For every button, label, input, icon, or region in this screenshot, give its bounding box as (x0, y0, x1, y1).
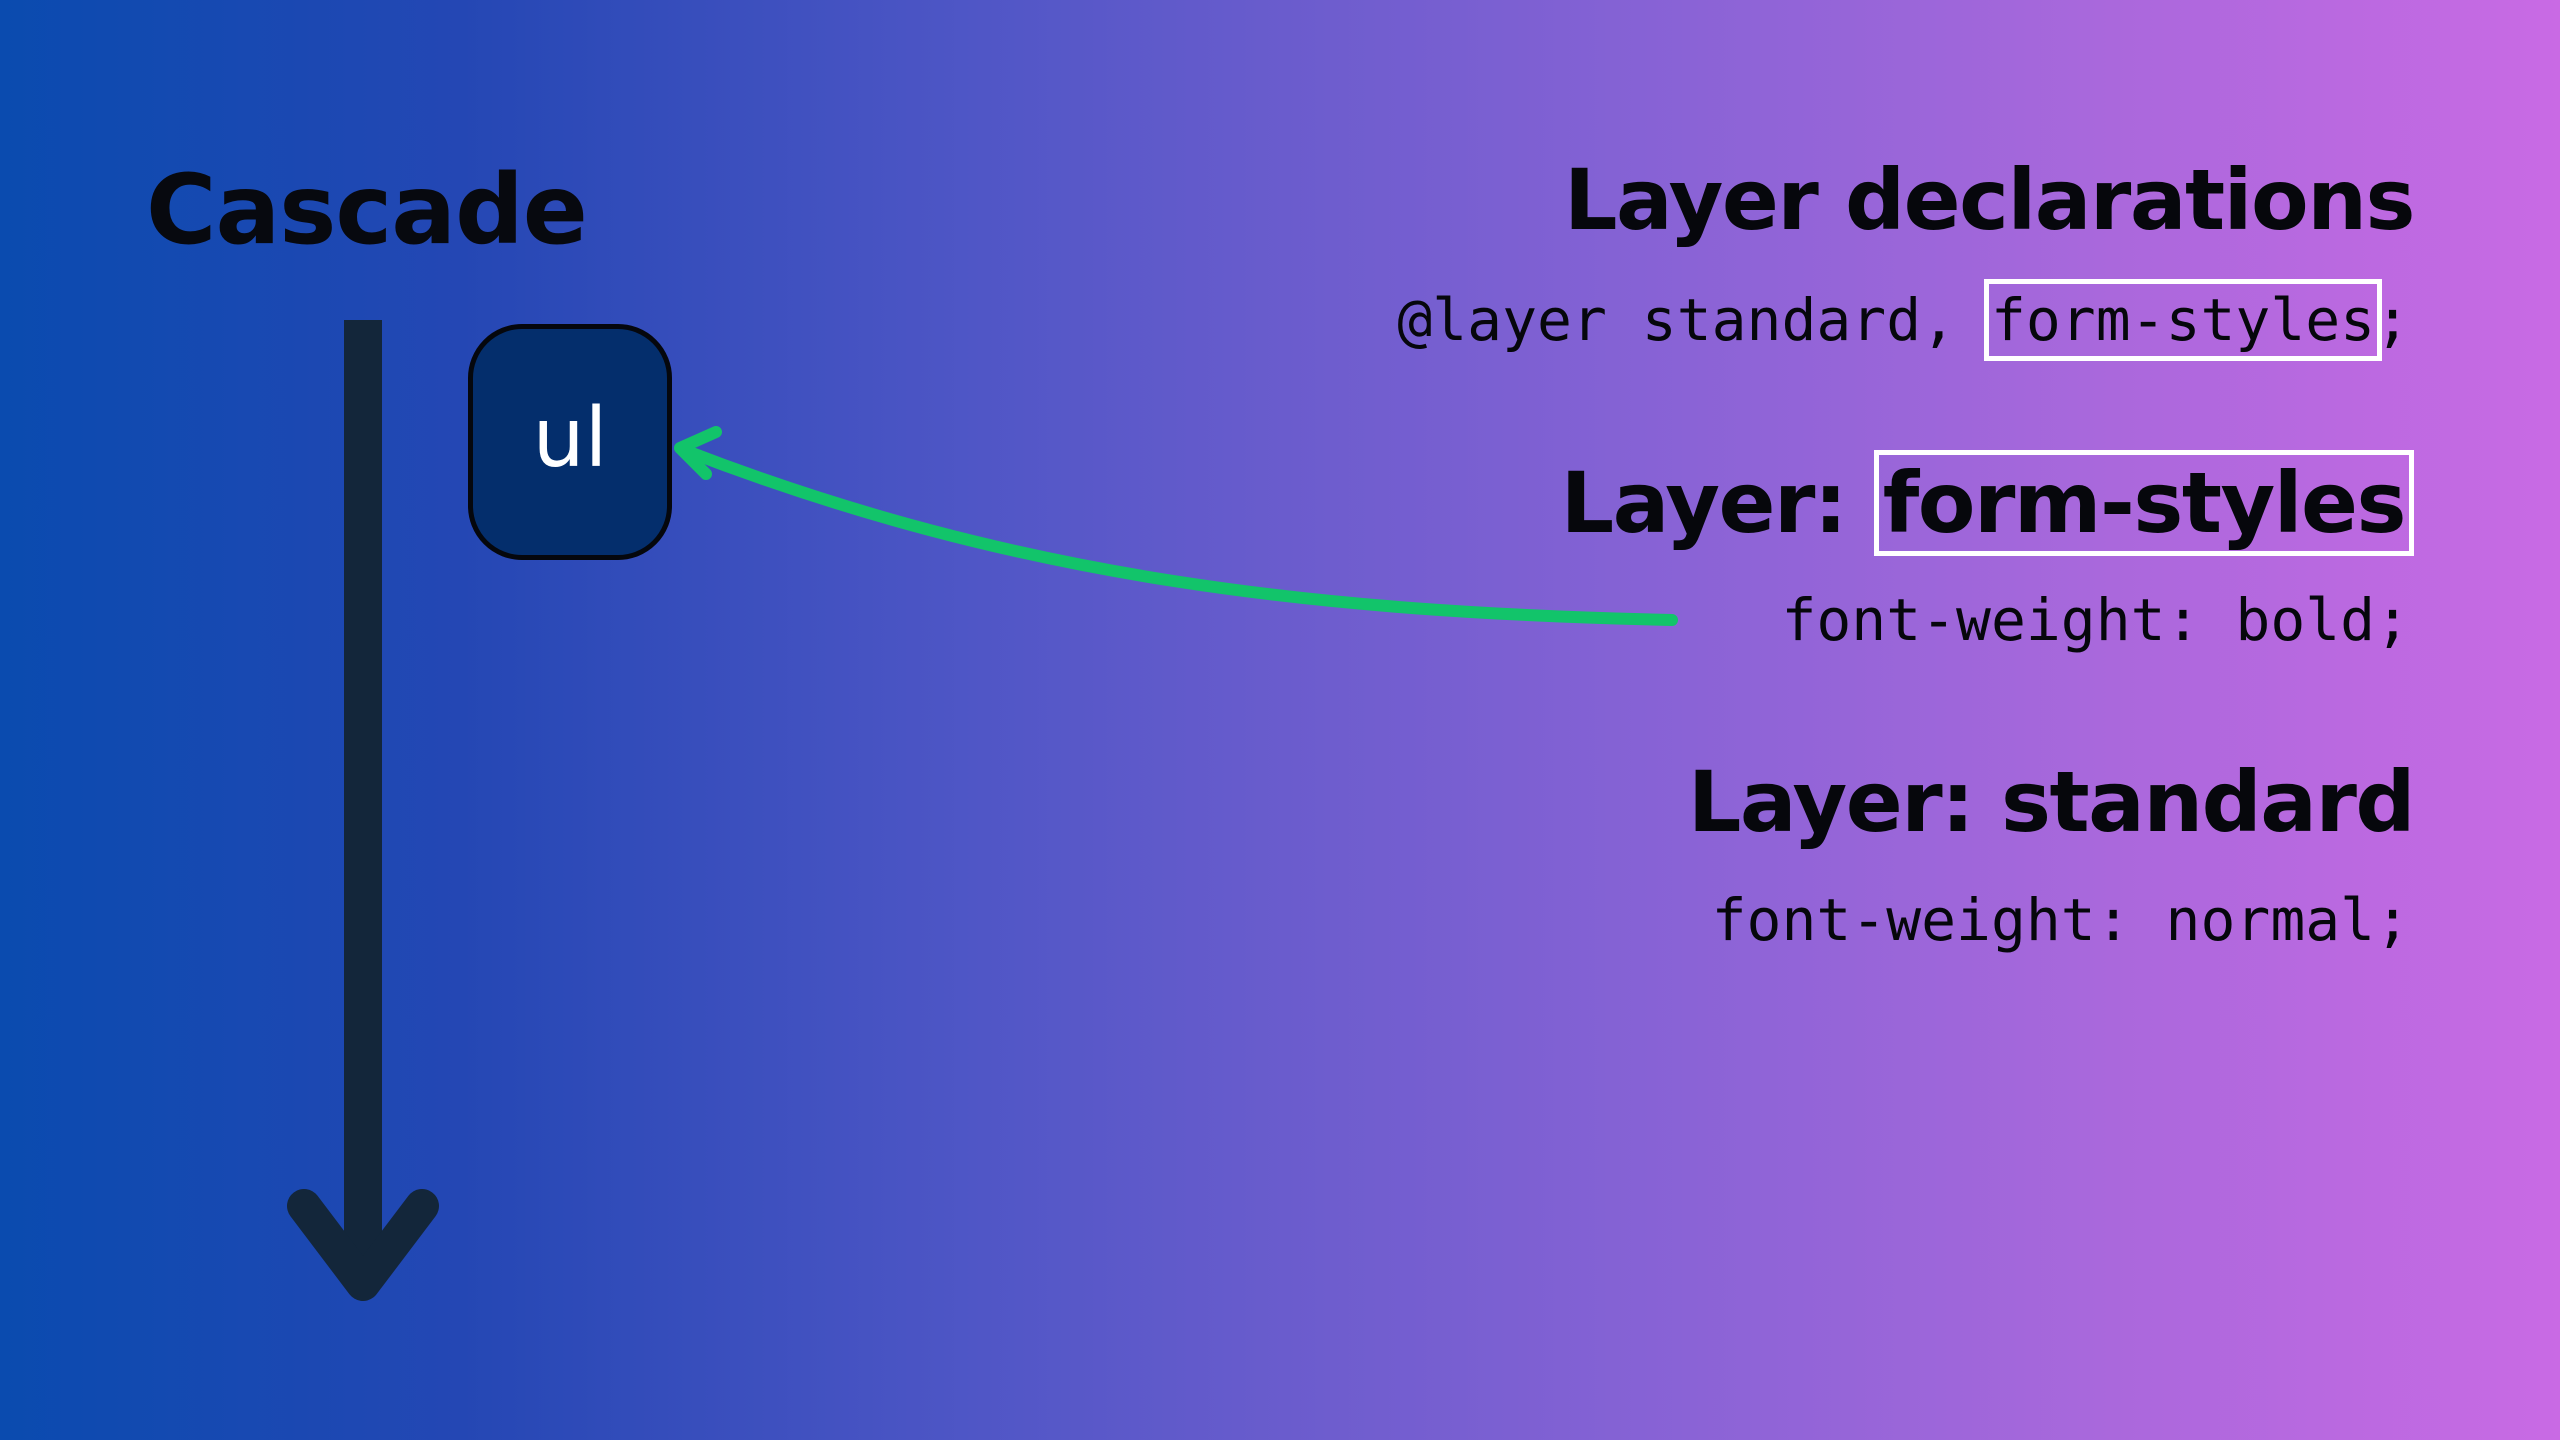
cascade-arrow (287, 320, 439, 1301)
cascade-arrow-shaft (344, 320, 382, 1272)
layer-declarations-code: @layer standard, form-styles; (1397, 279, 2410, 361)
layer-declarations-heading: Layer declarations (1564, 151, 2415, 249)
cascade-arrow-head (287, 1189, 439, 1301)
form-styles-code: font-weight: bold; (1781, 586, 2410, 654)
ul-element-label: ul (532, 391, 608, 486)
ul-element-box: ul (468, 324, 672, 560)
form-styles-heading: Layer: form-styles (1561, 450, 2414, 556)
form-styles-heading-highlight: form-styles (1873, 450, 2414, 556)
pointer-arrow-head (674, 426, 722, 480)
standard-heading: Layer: standard (1687, 753, 2416, 851)
cascade-title: Cascade (146, 154, 588, 266)
pointer-arrow (674, 426, 1678, 626)
standard-code: font-weight: normal; (1711, 886, 2410, 954)
layer-declarations-code-prefix: @layer standard, (1397, 286, 1991, 354)
layer-declarations-code-suffix: ; (2375, 286, 2410, 354)
pointer-arrow-line (678, 444, 1678, 626)
form-styles-heading-prefix: Layer: (1560, 454, 1874, 552)
layer-declarations-highlight: form-styles (1983, 279, 2383, 361)
